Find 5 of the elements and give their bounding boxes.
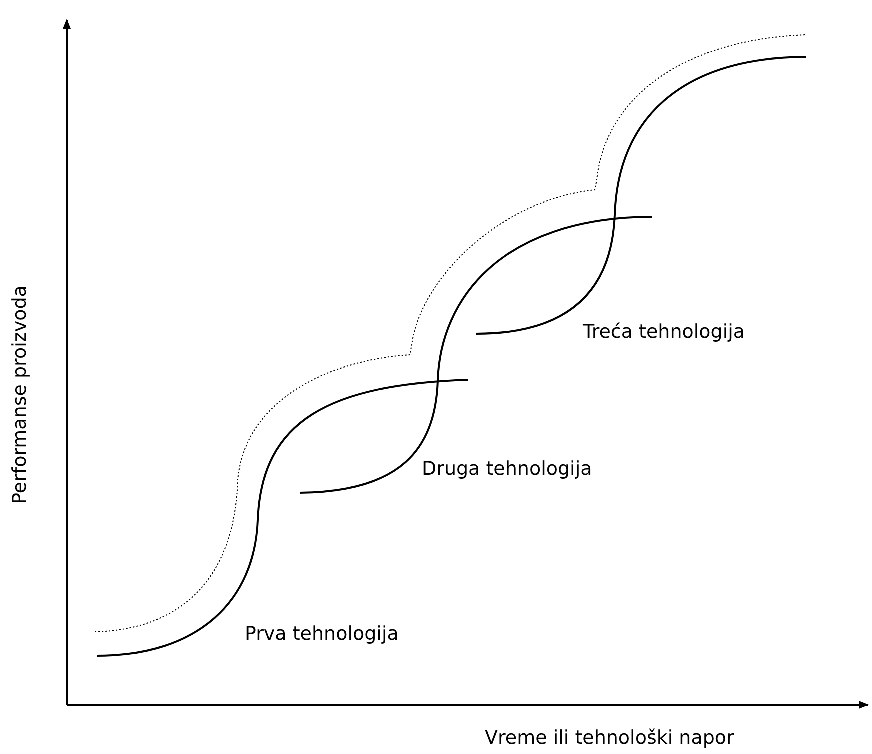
axis-label: Performanse proizvoda — [8, 286, 32, 504]
axis-label: Vreme ili tehnološki napor — [485, 726, 734, 751]
curve-label: Treća tehnologija — [583, 320, 746, 345]
curve-label: Prva tehnologija — [245, 622, 399, 647]
curve-label: Druga tehnologija — [422, 457, 592, 482]
